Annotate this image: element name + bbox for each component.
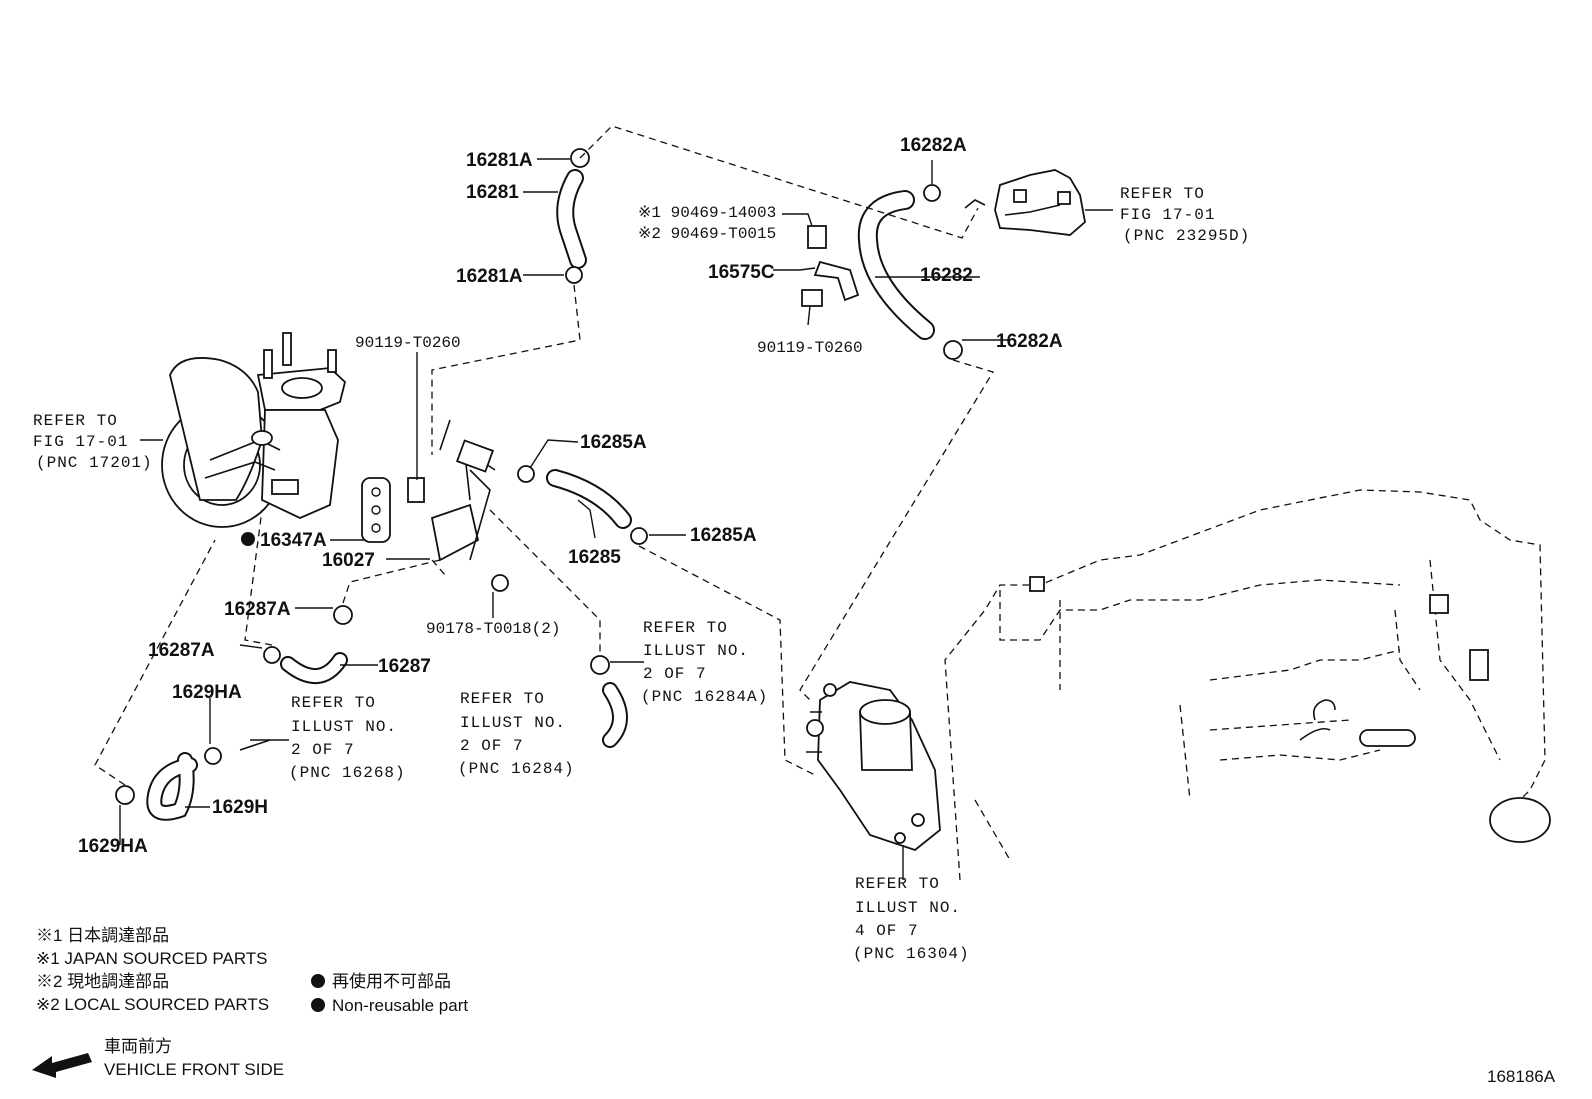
label-1629HA-top[interactable]: 1629HA — [172, 682, 242, 703]
diagram-id: 168186A — [1487, 1067, 1556, 1086]
svg-text:ILLUST NO.: ILLUST NO. — [643, 642, 749, 660]
label-16347A[interactable]: 16347A — [260, 530, 327, 551]
ref-egr[interactable]: REFER TO FIG 17-01 (PNC 23295D) — [1120, 185, 1250, 245]
legend-japan-en: ※1 JAPAN SOURCED PARTS — [36, 949, 268, 968]
label-16287A-bottom[interactable]: 16287A — [148, 640, 215, 661]
label-16285A-top[interactable]: 16285A — [580, 432, 647, 453]
legend-japan-jp: ※1 日本調達部品 — [36, 926, 169, 945]
legend-non-reusable-en: Non-reusable part — [332, 996, 468, 1015]
svg-text:2 OF 7: 2 OF 7 — [460, 737, 524, 755]
svg-text:REFER TO: REFER TO — [1120, 185, 1205, 203]
turbocharger-illustration — [161, 332, 347, 528]
svg-text:2 OF 7: 2 OF 7 — [643, 665, 707, 683]
ref-16284[interactable]: REFER TO ILLUST NO. 2 OF 7 (PNC 16284) — [458, 690, 575, 778]
label-16281A-top[interactable]: 16281A — [466, 150, 533, 171]
label-16287A-top[interactable]: 16287A — [224, 599, 291, 620]
svg-text:4 OF 7: 4 OF 7 — [855, 922, 919, 940]
label-90469-2[interactable]: ※2 90469-T0015 — [638, 225, 776, 243]
ref-16304[interactable]: REFER TO ILLUST NO. 4 OF 7 (PNC 16304) — [853, 875, 970, 963]
label-90178[interactable]: 90178-T0018(2) — [426, 620, 560, 638]
legend-non-reusable-jp: 再使用不可部品 — [332, 971, 451, 991]
svg-text:FIG 17-01: FIG 17-01 — [1120, 206, 1215, 224]
svg-text:REFER TO: REFER TO — [291, 694, 376, 712]
water-outlet-illustration — [806, 681, 941, 852]
label-90119-a[interactable]: 90119-T0260 — [355, 334, 461, 352]
svg-text:(PNC 17201): (PNC 17201) — [36, 454, 153, 472]
non-reusable-dot-icon — [311, 998, 325, 1012]
label-16281[interactable]: 16281 — [466, 182, 519, 203]
label-90469-1[interactable]: ※1 90469-14003 — [638, 204, 776, 222]
label-16287[interactable]: 16287 — [378, 656, 431, 677]
ref-turbo[interactable]: REFER TO FIG 17-01 (PNC 17201) — [33, 412, 153, 472]
svg-text:(PNC 16284): (PNC 16284) — [458, 760, 575, 778]
reference-callouts: REFER TO FIG 17-01 (PNC 17201) REFER TO … — [33, 185, 1250, 963]
svg-text:REFER TO: REFER TO — [33, 412, 118, 430]
non-reusable-dot-icon — [311, 974, 325, 988]
svg-text:REFER TO: REFER TO — [855, 875, 940, 893]
front-arrow-icon — [32, 1053, 92, 1078]
svg-text:(PNC 16268): (PNC 16268) — [289, 764, 406, 782]
label-16285[interactable]: 16285 — [568, 547, 621, 568]
front-label-jp: 車両前方 — [104, 1037, 172, 1056]
front-label-en: VEHICLE FRONT SIDE — [104, 1060, 284, 1079]
svg-text:2 OF 7: 2 OF 7 — [291, 741, 355, 759]
label-16281A-bottom[interactable]: 16281A — [456, 266, 523, 287]
ref-16268[interactable]: REFER TO ILLUST NO. 2 OF 7 (PNC 16268) — [289, 694, 406, 782]
legend-local-jp: ※2 現地調達部品 — [36, 972, 169, 991]
label-1629HA-bottom[interactable]: 1629HA — [78, 836, 148, 857]
routing-lines — [94, 125, 994, 786]
label-90119-b[interactable]: 90119-T0260 — [757, 339, 863, 357]
label-16027[interactable]: 16027 — [322, 550, 375, 571]
svg-text:REFER TO: REFER TO — [460, 690, 545, 708]
label-16285A-bottom[interactable]: 16285A — [690, 525, 757, 546]
svg-text:ILLUST NO.: ILLUST NO. — [291, 718, 397, 736]
label-16282[interactable]: 16282 — [920, 265, 973, 286]
legend-local-en: ※2 LOCAL SOURCED PARTS — [36, 995, 269, 1014]
legend: ※1 日本調達部品 ※1 JAPAN SOURCED PARTS ※2 現地調達… — [32, 926, 468, 1079]
engine-block — [944, 489, 1551, 881]
label-16282A-bottom[interactable]: 16282A — [996, 331, 1063, 352]
svg-text:FIG 17-01: FIG 17-01 — [33, 433, 128, 451]
leader-lines — [119, 158, 1113, 880]
svg-text:REFER TO: REFER TO — [643, 619, 728, 637]
svg-text:(PNC 16304): (PNC 16304) — [853, 945, 970, 963]
svg-text:(PNC 16284A): (PNC 16284A) — [641, 688, 768, 706]
label-16575C[interactable]: 16575C — [708, 262, 775, 283]
non-reusable-marker — [241, 532, 255, 546]
svg-text:ILLUST NO.: ILLUST NO. — [855, 899, 961, 917]
part-labels: 16281A 16281 16281A 90119-T0260 ※1 90469… — [78, 135, 1063, 857]
svg-text:ILLUST NO.: ILLUST NO. — [460, 714, 566, 732]
egr-part-illustration — [964, 169, 1086, 236]
label-16282A-top[interactable]: 16282A — [900, 135, 967, 156]
svg-text:(PNC 23295D): (PNC 23295D) — [1123, 227, 1250, 245]
label-1629H[interactable]: 1629H — [212, 797, 268, 818]
ref-16284A[interactable]: REFER TO ILLUST NO. 2 OF 7 (PNC 16284A) — [641, 619, 768, 706]
hoses-and-clamps — [115, 148, 963, 821]
